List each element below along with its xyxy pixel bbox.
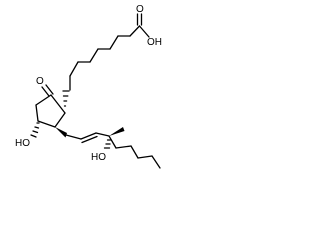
carboxyl-group bbox=[129, 13, 150, 38]
chain-bond-11 bbox=[115, 145, 132, 149]
ring-bond-3 bbox=[37, 120, 56, 128]
chain-bond-7 bbox=[69, 61, 79, 77]
carboxyl-o-label: O bbox=[136, 4, 144, 15]
cyclopentane-ring bbox=[35, 84, 66, 128]
bold-wedge-alkenyl bbox=[55, 127, 67, 138]
ring-bond-1 bbox=[35, 94, 52, 106]
chain-bond-5 bbox=[89, 48, 99, 63]
chain-bond-1 bbox=[129, 25, 141, 37]
hash-8 bbox=[30, 134, 37, 138]
carboxyl-oh-label: OH bbox=[147, 37, 162, 48]
ring-bond-4 bbox=[54, 112, 66, 128]
hashed-wedge-acid-chain bbox=[62, 90, 70, 107]
methyl-bold-wedge bbox=[109, 127, 125, 136]
chain-hydroxyl-label: HO bbox=[91, 152, 106, 163]
ketone-double-bond-a bbox=[41, 86, 50, 97]
chain-bond-10 bbox=[108, 135, 117, 149]
alkene-double-bond-a bbox=[80, 132, 97, 140]
ring-hydroxyl-label: HO bbox=[15, 138, 30, 149]
chain-bond-9 bbox=[95, 132, 110, 137]
hashed-wedge-ring-oh bbox=[30, 122, 40, 138]
alkene-single-bond bbox=[65, 134, 82, 140]
ring-bond-2 bbox=[35, 104, 39, 122]
hashed-wedge-chain-oh bbox=[103, 139, 112, 149]
chain-bond-3 bbox=[109, 35, 119, 50]
chain-bond-13 bbox=[137, 155, 153, 159]
alkenyl-side-chain bbox=[65, 132, 161, 169]
hash-7 bbox=[32, 130, 39, 134]
acid-side-chain bbox=[69, 35, 131, 91]
c-oh-bond bbox=[138, 25, 150, 38]
chain-bond-14 bbox=[151, 155, 161, 169]
ketone-o-label: O bbox=[36, 76, 44, 87]
chain-bond-12 bbox=[130, 145, 139, 159]
structure-canvas: O OH O HO HO bbox=[0, 0, 175, 180]
hash-6 bbox=[34, 126, 40, 129]
ketone-double-bond-b bbox=[45, 84, 54, 95]
molecule-structure: O OH O HO HO bbox=[15, 4, 162, 169]
alkene-double-bond-b bbox=[81, 135, 98, 144]
ring-bond-5 bbox=[50, 94, 66, 114]
